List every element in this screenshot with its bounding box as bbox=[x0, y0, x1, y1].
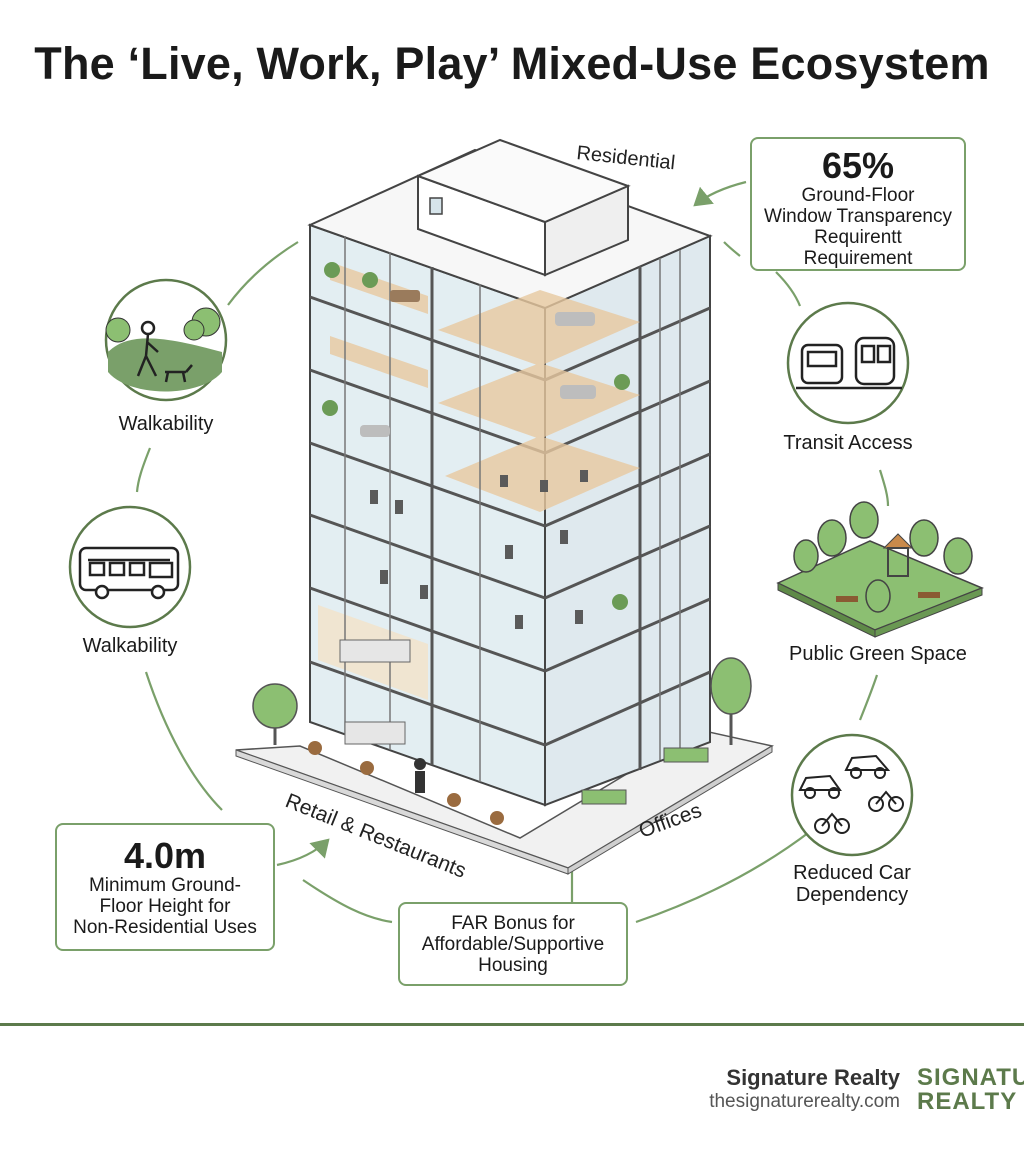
stat-card-height: 4.0m Minimum Ground- Floor Height for No… bbox=[55, 823, 275, 951]
train-icon bbox=[796, 336, 902, 390]
feature-label-walkability: Walkability bbox=[118, 413, 214, 435]
floor-slabs bbox=[309, 266, 711, 770]
zone-label-residential: Residential bbox=[575, 142, 676, 174]
walkability-icon-circle bbox=[104, 278, 228, 402]
stat-card-far-bonus: FAR Bonus for Affordable/Supportive Hous… bbox=[398, 902, 628, 986]
transit-icon-circle bbox=[786, 301, 910, 425]
stat-text-line: Requirentt bbox=[814, 227, 902, 248]
building-plants bbox=[322, 262, 630, 610]
street-trees bbox=[252, 657, 752, 805]
stat-text-line: Non-Residential Uses bbox=[73, 917, 257, 938]
brand-url[interactable]: thesignaturerealty.com bbox=[709, 1091, 900, 1112]
bus-icon bbox=[78, 546, 180, 600]
stat-text-line: Floor Height for bbox=[99, 896, 231, 917]
car-reduction-circle bbox=[790, 733, 914, 857]
feature-label-reduced-car: Reduced Car Dependency bbox=[793, 862, 911, 906]
park-icon bbox=[776, 501, 984, 638]
connector-lines bbox=[135, 180, 890, 924]
cafe-tables bbox=[308, 741, 504, 825]
bus-icon-circle bbox=[68, 505, 192, 629]
stat-text-line: Requirement bbox=[803, 248, 913, 269]
footer-divider bbox=[0, 1023, 1024, 1026]
stat-value-height: 4.0m bbox=[123, 835, 207, 876]
stat-value-transparency: 65% bbox=[821, 145, 895, 186]
stat-card-transparency: 65% Ground-Floor Window Transparency Req… bbox=[750, 137, 966, 271]
residential-furniture bbox=[339, 290, 596, 745]
brand-logo-line: REALTY bbox=[917, 1088, 1018, 1115]
page-title: The ‘Live, Work, Play’ Mixed-Use Ecosyst… bbox=[34, 38, 990, 89]
stat-text-line: FAR Bonus for bbox=[451, 913, 575, 934]
feature-label-green-space: Public Green Space bbox=[789, 643, 967, 665]
brand-block: Signature Realty thesignaturerealty.com bbox=[709, 1066, 900, 1114]
stat-text-line: Minimum Ground- bbox=[88, 875, 242, 896]
brand-name: Signature Realty bbox=[726, 1065, 900, 1090]
ecosystem-diagram: Residential Retail & Restaurants Offices bbox=[68, 138, 984, 924]
cars-bicycles-icon bbox=[798, 754, 904, 834]
stat-text-line: Window Transparency bbox=[764, 206, 952, 227]
feature-label-transit: Transit Access bbox=[783, 432, 913, 454]
stat-text-line: Housing bbox=[478, 955, 548, 976]
stat-text-line: Affordable/Supportive bbox=[421, 934, 605, 955]
stat-text-line: Ground-Floor bbox=[801, 185, 915, 206]
walking-person-dog-icon bbox=[136, 320, 193, 383]
feature-label-walkability-bus: Walkability bbox=[82, 635, 178, 657]
pedestrian bbox=[414, 758, 426, 793]
office-furniture bbox=[370, 470, 588, 629]
